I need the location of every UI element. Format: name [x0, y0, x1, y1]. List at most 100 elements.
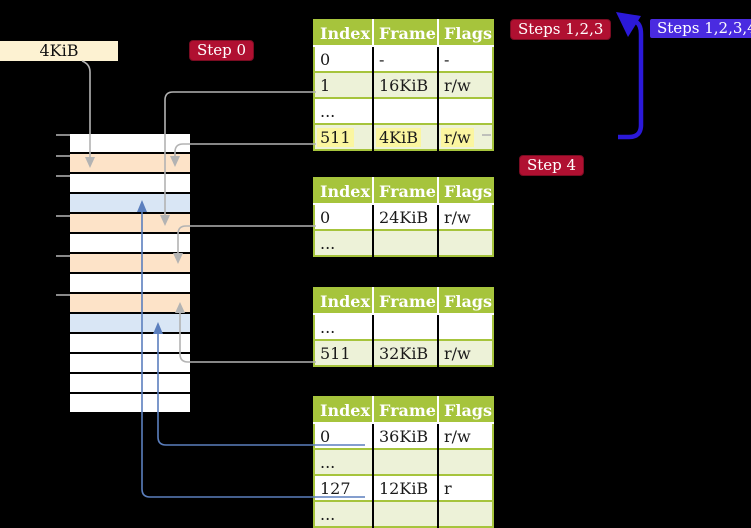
column-header-frame: Frame — [372, 20, 438, 47]
column-header-flags: Flags — [437, 397, 493, 424]
table-row: ... — [314, 314, 493, 340]
table-row-highlighted: 511 4KiB r/w — [314, 123, 493, 150]
column-header-index: Index — [314, 288, 373, 315]
cell-value: ... — [320, 504, 336, 524]
table-cell — [437, 500, 493, 527]
table-cell — [372, 448, 438, 475]
table-cell: r/w — [437, 123, 493, 150]
cell-value: 24KiB — [379, 207, 429, 227]
cell-value: 0 — [320, 49, 331, 69]
column-header-flags: Flags — [437, 178, 493, 205]
cell-value: r/w — [441, 127, 474, 147]
memory-row-0 — [70, 134, 190, 152]
memory-row-13 — [70, 394, 190, 412]
table-row: 127 12KiB r — [314, 474, 493, 501]
arrow-l4-entry511-to-4kib — [174, 143, 316, 158]
steps123-badge: Steps 1,2,3 — [510, 19, 612, 40]
steps1234-badge: Steps 1,2,3,4 — [650, 19, 751, 38]
column-header-index: Index — [314, 178, 373, 205]
table-cell — [372, 314, 438, 340]
table-row: ... — [314, 500, 493, 527]
cell-value: 1 — [320, 75, 331, 95]
memory-row-12 — [70, 374, 190, 392]
frame-address-label: 4KiB — [0, 41, 118, 61]
table-cell: ... — [314, 500, 373, 527]
table-cell: 36KiB — [372, 423, 438, 449]
table-cell — [372, 229, 438, 256]
table-header-row: Index Frame Flags — [314, 20, 493, 47]
table-cell: ... — [314, 314, 373, 340]
column-header-flags: Flags — [437, 20, 493, 47]
recursive-arrow-shaft — [618, 18, 644, 140]
column-header-frame: Frame — [372, 397, 438, 424]
table-cell: r/w — [437, 71, 493, 98]
table-row: 511 32KiB r/w — [314, 339, 493, 366]
page-table-level3: Index Frame Flags 0 24KiB r/w ... — [313, 177, 494, 257]
table-cell: 127 — [314, 474, 373, 501]
table-row: ... — [314, 97, 493, 124]
table-cell — [372, 500, 438, 527]
table-cell — [437, 314, 493, 340]
table-row: 0 24KiB r/w — [314, 204, 493, 230]
table-cell — [437, 448, 493, 475]
memory-row-5 — [70, 234, 190, 252]
arrow-l3-entry0-to-24kib — [177, 225, 316, 255]
table-cell: 4KiB — [372, 123, 438, 150]
cell-value: ... — [320, 317, 336, 337]
cell-value: 16KiB — [379, 75, 429, 95]
table-cell: - — [437, 46, 493, 72]
cell-value: r/w — [444, 207, 471, 227]
table-header-row: Index Frame Flags — [314, 288, 493, 315]
table-cell: 32KiB — [372, 339, 438, 366]
table-row: 0 36KiB r/w — [314, 423, 493, 449]
cell-value: r — [444, 478, 452, 498]
memory-row-9 — [70, 314, 190, 332]
table-cell — [437, 229, 493, 256]
step0-badge: Step 0 — [189, 40, 255, 61]
cell-value: 32KiB — [379, 343, 429, 363]
tick-marks — [56, 134, 70, 296]
cell-value: ... — [320, 101, 336, 121]
table-cell: 12KiB — [372, 474, 438, 501]
cell-value: - — [379, 49, 385, 69]
table-row: 1 16KiB r/w — [314, 71, 493, 98]
table-cell: r — [437, 474, 493, 501]
memory-row-2 — [70, 174, 190, 192]
table-cell: r/w — [437, 339, 493, 366]
table-cell: 511 — [314, 339, 373, 366]
page-table-level4: Index Frame Flags 0 - - 1 16KiB r/w ... … — [313, 19, 494, 151]
cell-value: 127 — [320, 478, 351, 498]
cell-value: 36KiB — [379, 426, 429, 446]
memory-row-11 — [70, 354, 190, 372]
table-header-row: Index Frame Flags — [314, 397, 493, 424]
table-row: ... — [314, 229, 493, 256]
cell-value: r/w — [444, 426, 471, 446]
cell-value: 0 — [320, 207, 331, 227]
table-cell: 0 — [314, 46, 373, 72]
table-cell — [372, 97, 438, 124]
table-cell — [437, 97, 493, 124]
memory-row-3 — [70, 194, 190, 212]
memory-row-8 — [70, 294, 190, 312]
table-cell: 0 — [314, 423, 373, 449]
table-cell: 511 — [314, 123, 373, 150]
cell-value: 0 — [320, 426, 331, 446]
column-header-frame: Frame — [372, 178, 438, 205]
table-cell: - — [372, 46, 438, 72]
memory-row-6 — [70, 254, 190, 272]
table-cell: r/w — [437, 204, 493, 230]
table-cell: 1 — [314, 71, 373, 98]
cell-value: ... — [320, 233, 336, 253]
column-header-index: Index — [314, 397, 373, 424]
table-row: 0 - - — [314, 46, 493, 72]
memory-row-7 — [70, 274, 190, 292]
memory-row-10 — [70, 334, 190, 352]
cell-value: r/w — [444, 75, 471, 95]
arrowhead-upleft-icon — [616, 12, 641, 37]
cell-value: 12KiB — [379, 478, 429, 498]
cell-value: r/w — [444, 343, 471, 363]
column-header-frame: Frame — [372, 288, 438, 315]
page-table-level2: Index Frame Flags ... 511 32KiB r/w — [313, 287, 494, 367]
cell-value: 511 — [317, 127, 354, 147]
